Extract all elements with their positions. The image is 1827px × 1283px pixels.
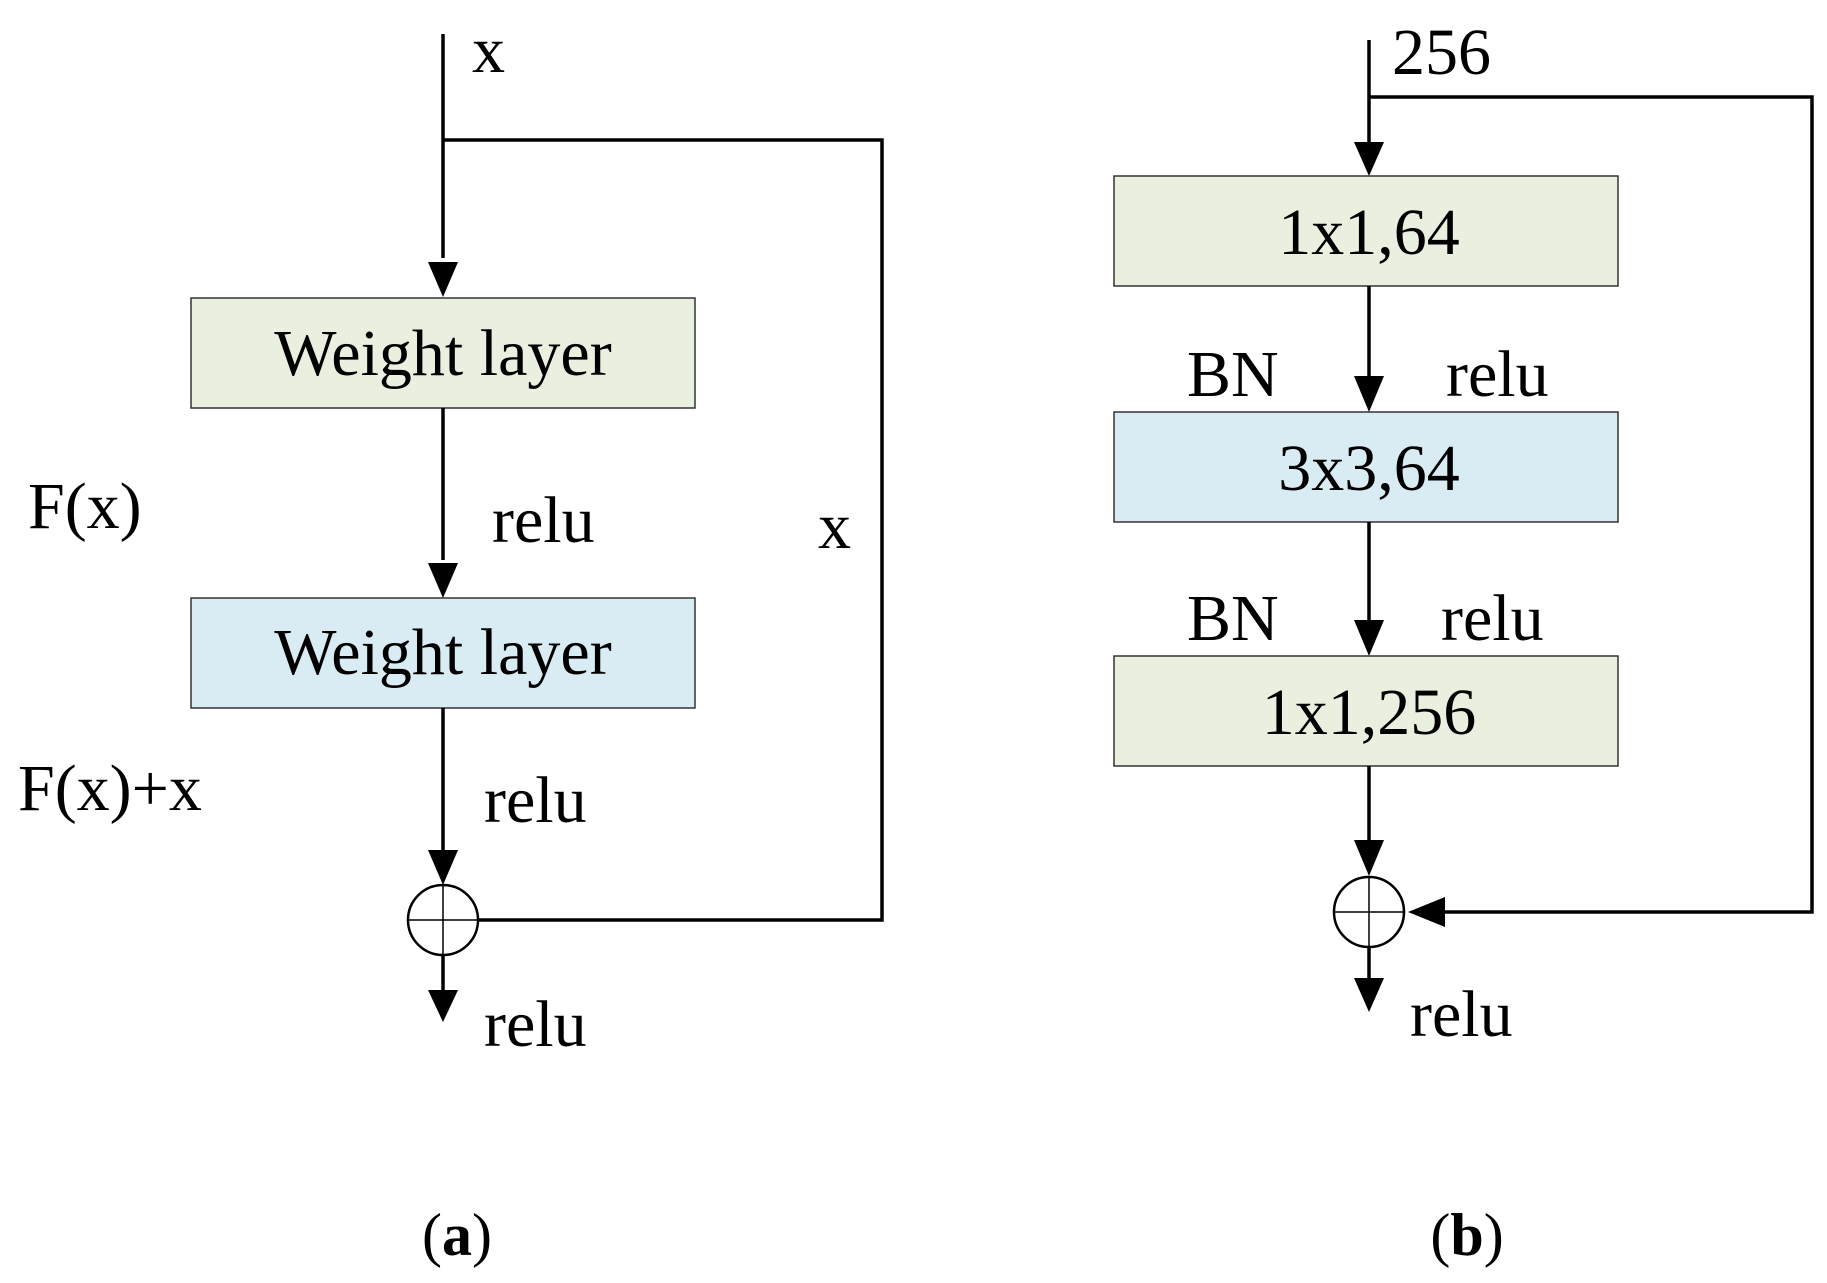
input-label-a: x [472,14,505,87]
arrowhead-box2-to-box3-b [1354,620,1384,656]
arrowhead-box1-to-box2-b [1354,376,1384,412]
skip-arrowhead-b [1408,897,1445,927]
fx-label: F(x) [28,470,142,543]
relu-label-out-b: relu [1410,978,1513,1051]
conv-label-3x3-64: 3x3,64 [1278,432,1460,505]
skip-connection-b [1369,95,1814,914]
arrowhead-box1-to-box2-a [428,563,458,598]
output-arrowhead-a [428,990,458,1022]
relu-label-2-b: relu [1441,582,1544,655]
caption-b: (b) [1430,1202,1503,1268]
weight-layer-box-1 [190,297,696,409]
fx-plus-x-label: F(x)+x [18,752,202,825]
bn-label-2: BN [1187,582,1279,655]
conv-box-1x1-64 [1113,175,1619,287]
relu-label-out-a: relu [484,988,587,1061]
weight-layer-label-1: Weight layer [274,317,611,390]
conv-label-1x1-256: 1x1,256 [1262,676,1477,749]
arrowhead-box2-to-adder-a [428,850,458,885]
adder-b [1332,875,1406,949]
adder-a [406,883,480,957]
output-arrowhead-b [1354,978,1384,1012]
panel-a: x x Weight layer relu F(x) Weight layer … [18,14,884,1268]
relu-label-mid-a: relu [492,484,595,557]
relu-label-1-b: relu [1446,338,1549,411]
skip-connection-a [443,138,884,922]
input-arrowhead-b [1354,142,1384,176]
panel-b: 256 1x1,64 BN relu 3x3,64 BN relu 1x1,25… [1113,16,1814,1268]
weight-layer-label-2: Weight layer [274,616,611,689]
bn-label-1: BN [1187,338,1279,411]
caption-a: (a) [422,1202,492,1268]
conv-box-1x1-256 [1113,655,1619,767]
conv-box-3x3-64 [1113,411,1619,523]
input-label-b: 256 [1392,16,1491,89]
relu-label-pre-add-a: relu [484,764,587,837]
arrowhead-box3-to-adder-b [1354,840,1384,876]
skip-label-a: x [818,490,851,563]
conv-label-1x1-64: 1x1,64 [1278,196,1460,269]
weight-layer-box-2 [190,597,696,709]
input-arrowhead-a [428,262,458,297]
